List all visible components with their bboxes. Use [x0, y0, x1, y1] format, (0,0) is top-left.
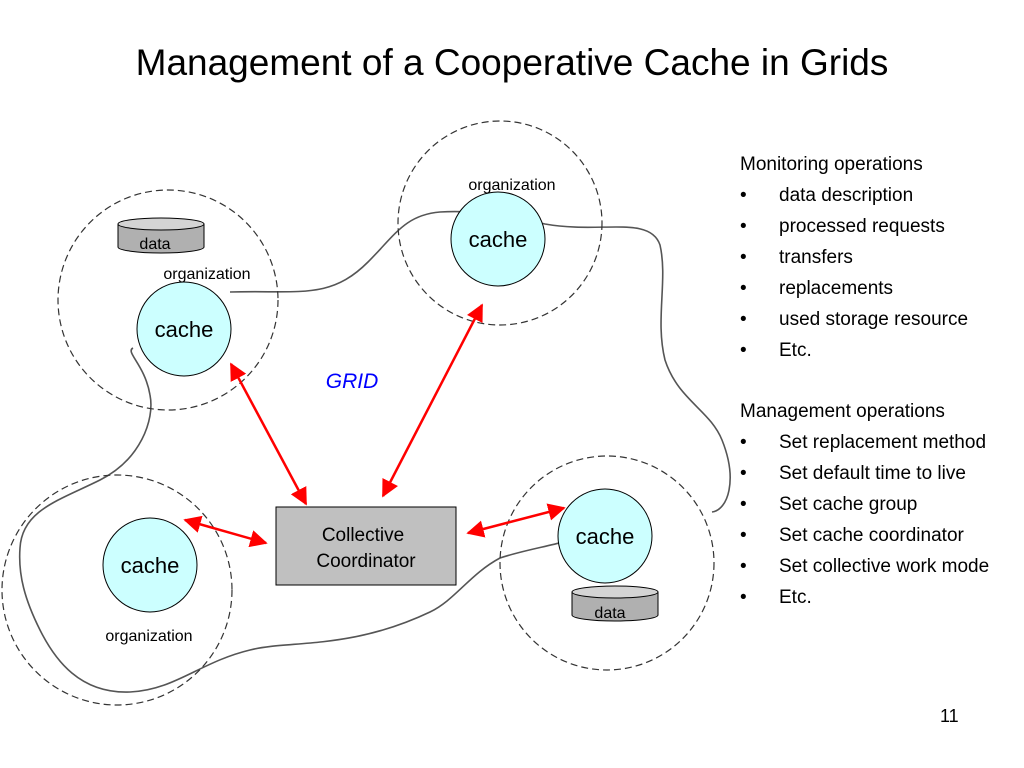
cache-label: cache [121, 553, 180, 578]
bullet: • [740, 525, 747, 546]
data-label: data [139, 236, 170, 253]
monitoring-list: • data description • processed requests • t… [740, 180, 1024, 366]
slide-title: Management of a Cooperative Cache in Gri… [135, 42, 889, 83]
organization-label-bottom-left: organization [105, 628, 192, 645]
list-item: • Set default time to live [740, 458, 1024, 489]
arrow-coordinator-bottom-right-cache [466, 503, 566, 538]
cache-node-bottom-left: cache [102, 517, 198, 613]
organization-boundary-top-center [397, 120, 603, 326]
list-item-text: Set cache coordinator [779, 525, 964, 546]
bullet: • [740, 556, 747, 577]
grid-label: GRID [326, 370, 379, 393]
cache-label: cache [576, 524, 635, 549]
list-item-text: replacements [779, 278, 894, 299]
data-label: data [594, 605, 625, 622]
collective-coordinator-box: Collective Coordinator [275, 506, 457, 586]
list-item-text: Set cache group [779, 494, 918, 515]
list-item-text: Set default time to live [779, 463, 966, 484]
list-item-text: data description [779, 185, 914, 206]
management-heading: Management operations [740, 401, 945, 422]
list-item: • Set cache coordinator [740, 520, 1024, 551]
list-item: • Set collective work mode [740, 551, 1024, 582]
list-item: • replacements [740, 273, 1024, 304]
organization-boundary-top-left [57, 189, 279, 411]
bullet: • [740, 494, 747, 515]
bullet: • [740, 216, 747, 237]
list-item: • processed requests [740, 211, 1024, 242]
cache-node-top-left: cache [136, 281, 232, 377]
list-item: • Set cache group [740, 489, 1024, 520]
arrow-coordinator-top-center-cache [381, 303, 484, 498]
data-store-bottom-right: data [571, 585, 659, 622]
section-spacer [740, 366, 1024, 396]
organization-label-top-center: organization [468, 177, 555, 194]
list-item: • transfers [740, 242, 1024, 273]
bullet: • [740, 278, 747, 299]
page-number: 11 [940, 706, 959, 726]
list-item-text: used storage resource [779, 309, 969, 330]
list-item: • Etc. [740, 582, 1024, 613]
organization-label-top-left: organization [163, 266, 250, 283]
list-item: • Etc. [740, 335, 1024, 366]
cache-label: cache [155, 317, 214, 342]
list-item: • used storage resource [740, 304, 1024, 335]
list-item-text: Etc. [779, 340, 812, 361]
arrow-coordinator-top-left-cache [229, 362, 308, 506]
bullet: • [740, 432, 747, 453]
bullet: • [740, 463, 747, 484]
monitoring-heading: Monitoring operations [740, 154, 923, 175]
operations-panel: Monitoring operations • data description … [740, 149, 1024, 613]
arrow-coordinator-bottom-left-cache [183, 515, 268, 548]
bullet: • [740, 185, 747, 206]
list-item: • Set replacement method [740, 427, 1024, 458]
coordinator-label-line1: Collective [322, 525, 404, 546]
list-item: • data description [740, 180, 1024, 211]
list-item-text: processed requests [779, 216, 945, 237]
cache-label: cache [469, 227, 528, 252]
list-item-text: Set replacement method [779, 432, 987, 453]
bullet: • [740, 309, 747, 330]
organization-boundary-bottom-right [499, 455, 715, 671]
bullet: • [740, 247, 747, 268]
list-item-text: Set collective work mode [779, 556, 990, 577]
bullet: • [740, 587, 747, 608]
list-item-text: transfers [779, 247, 853, 268]
cache-node-top-center: cache [450, 191, 546, 287]
list-item-text: Etc. [779, 587, 812, 608]
organization-boundary-bottom-left [1, 474, 233, 706]
data-store-top-left: data [117, 217, 205, 254]
cache-node-bottom-right: cache [557, 488, 653, 584]
management-list: • Set replacement method • Set default tim… [740, 427, 1024, 613]
grid-boundary [18, 210, 731, 693]
coordinator-label-line2: Coordinator [316, 551, 416, 572]
bullet: • [740, 340, 747, 361]
